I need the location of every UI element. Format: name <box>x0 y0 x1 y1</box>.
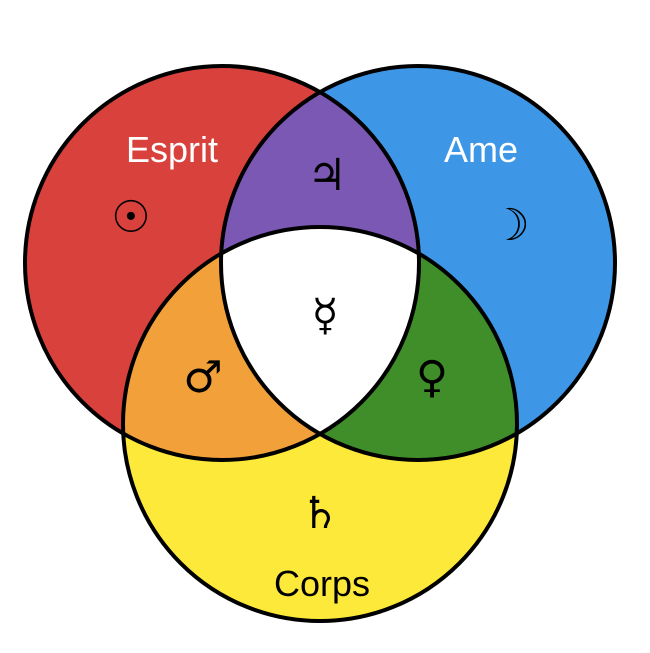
saturn-icon: ♄ <box>300 488 339 539</box>
corps-outline <box>121 225 519 623</box>
corps-label: Corps <box>274 563 370 604</box>
venus-icon: ♀ <box>416 352 448 403</box>
esprit-outline <box>23 64 421 462</box>
mercury-icon: ☿ <box>311 290 338 341</box>
esprit-label: Esprit <box>126 129 218 170</box>
sun-icon: ☉ <box>111 192 150 243</box>
mars-icon: ♂ <box>183 352 222 403</box>
moon-icon: ☽ <box>490 200 529 251</box>
ame-outline <box>219 64 617 462</box>
ame-label: Ame <box>444 129 518 170</box>
jupiter-icon: ♃ <box>307 150 346 201</box>
